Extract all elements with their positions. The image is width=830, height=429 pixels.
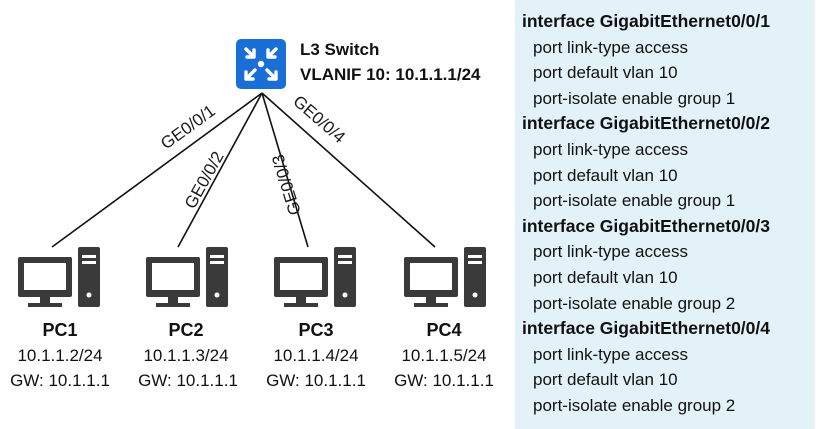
pc3-desktop-pc-icon [274,247,356,307]
link-ge0-0-1 [51,92,263,248]
config-block-ge0-0-3: interface GigabitEthernet0/0/3 port link… [522,214,815,316]
pc-name: PC4 [426,320,461,340]
config-interface-line: interface GigabitEthernet0/0/2 [522,113,770,134]
switch-name: L3 Switch [300,40,379,59]
config-command-line: port-isolate enable group 2 [533,395,736,415]
pc3-labels: PC3 10.1.1.4/24 GW: 10.1.1.1 [266,320,366,390]
l3-switch-icon [236,39,286,89]
config-command-line: port default vlan 10 [533,370,678,390]
pc-name: PC1 [42,320,77,340]
config-command-line: port default vlan 10 [533,63,678,83]
pc-name: PC2 [168,320,203,340]
config-command-line: port link-type access [533,139,688,159]
link-label-1: GE0/0/1 [157,101,219,153]
link-label-2: GE0/0/2 [181,148,228,212]
config-interface-line: interface GigabitEthernet0/0/3 [522,215,770,236]
config-panel: interface GigabitEthernet0/0/1 port link… [515,0,815,429]
config-block-ge0-0-4: interface GigabitEthernet0/0/4 port link… [522,316,815,418]
config-command-line: port link-type access [533,242,688,262]
link-ge0-0-3 [261,92,309,248]
config-command-line: port default vlan 10 [533,267,678,287]
config-command-line: port default vlan 10 [533,165,678,185]
pc-ip: 10.1.1.2/24 [17,346,102,365]
config-interface-line: interface GigabitEthernet0/0/1 [522,11,770,31]
config-command-line: port-isolate enable group 2 [533,293,736,313]
pc1-labels: PC1 10.1.1.2/24 GW: 10.1.1.1 [10,320,110,390]
pc2-labels: PC2 10.1.1.3/24 GW: 10.1.1.1 [138,320,238,390]
link-ge0-0-4 [261,92,436,248]
pc4-labels: PC4 10.1.1.5/24 GW: 10.1.1.1 [394,320,494,390]
config-command-line: port-isolate enable group 1 [533,88,736,108]
pc-ip: 10.1.1.4/24 [273,346,358,365]
pc-gateway: GW: 10.1.1.1 [138,371,238,390]
config-block-ge0-0-2: interface GigabitEthernet0/0/2 port link… [522,111,815,213]
pc-gateway: GW: 10.1.1.1 [266,371,366,390]
links [51,92,436,248]
pc4-desktop-pc-icon [404,247,486,307]
config-block-ge0-0-1: interface GigabitEthernet0/0/1 port link… [522,9,815,111]
topology-canvas: GE0/0/1 GE0/0/2 GE0/0/3 GE0/0/4 L3 Switc… [10,39,494,390]
pc-ip: 10.1.1.3/24 [143,346,228,365]
pc1-desktop-pc-icon [18,247,100,307]
pc-name: PC3 [298,320,333,340]
link-label-3: GE0/0/3 [268,152,304,217]
link-label-4: GE0/0/4 [289,92,349,147]
pc2-desktop-pc-icon [146,247,228,307]
config-command-line: port link-type access [533,37,688,57]
config-command-line: port link-type access [533,344,688,364]
pc-ip: 10.1.1.5/24 [401,346,486,365]
switch-vlanif: VLANIF 10: 10.1.1.1/24 [300,65,481,84]
config-interface-line: interface GigabitEthernet0/0/4 [522,318,770,339]
pc-gateway: GW: 10.1.1.1 [394,371,494,390]
config-command-line: port-isolate enable group 1 [533,191,736,211]
link-ge0-0-2 [177,92,263,248]
pc-gateway: GW: 10.1.1.1 [10,371,110,390]
